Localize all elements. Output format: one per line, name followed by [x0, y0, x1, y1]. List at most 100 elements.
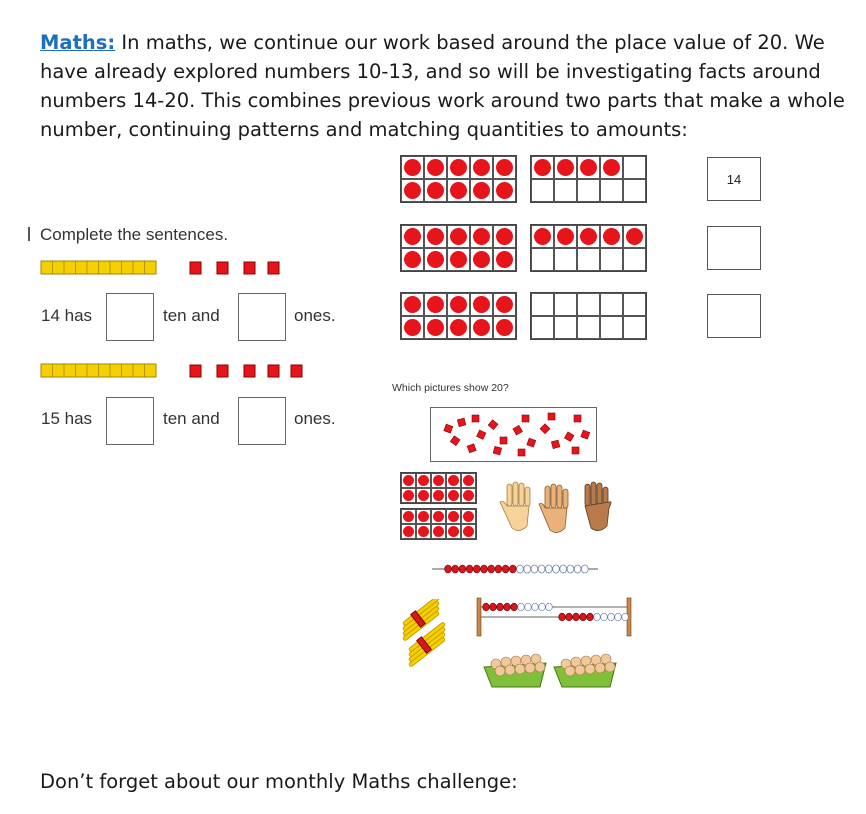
counter-cell-filled [401, 488, 416, 503]
counter-cell-filled [431, 524, 446, 539]
counter-cell-filled [493, 156, 516, 179]
counter-cell-filled [493, 179, 516, 202]
hand-icon-3 [584, 481, 612, 531]
number-box-3[interactable] [707, 294, 761, 338]
counter-cell-empty [623, 156, 646, 179]
counter-cell-filled [470, 156, 493, 179]
answer-box-tens-15[interactable] [106, 397, 154, 445]
rekenrek-bead [572, 612, 580, 622]
rekenrek-bead [531, 602, 539, 612]
cube-icons [443, 412, 591, 457]
hands-picture[interactable] [497, 480, 622, 538]
egg-boxes-picture[interactable] [480, 649, 620, 691]
counter-cell-filled [446, 524, 461, 539]
rekenrek-bead [503, 602, 511, 612]
counter-cell-empty [554, 293, 577, 316]
counter-cell-filled [416, 524, 431, 539]
bead-string-picture[interactable] [432, 561, 598, 577]
bead [501, 564, 510, 574]
white-beads-icon [516, 564, 589, 574]
rekenrek-beads-top-icon [482, 602, 553, 612]
sentence-14-mid: ten and [163, 306, 220, 325]
rekenrek-bead [496, 602, 504, 612]
counter-cell-filled [554, 225, 577, 248]
bead [530, 564, 539, 574]
counter-cell-empty [600, 316, 623, 339]
counter-cell-empty [577, 179, 600, 202]
ten-frame-2a [400, 224, 517, 272]
bead [473, 564, 481, 574]
counter-cell-empty [600, 248, 623, 271]
red-beads-icon [444, 564, 517, 574]
bead [537, 564, 546, 574]
counter-cell-filled [401, 156, 424, 179]
bead [581, 564, 589, 574]
ten-frame-1a [400, 155, 517, 203]
number-box-1[interactable]: 14 [707, 157, 761, 201]
counter-cell-filled [531, 156, 554, 179]
counter-cell-filled [447, 316, 470, 339]
counter-cell-filled [431, 488, 446, 503]
egg-box-icon-2 [553, 653, 617, 688]
counter-cell-filled [401, 179, 424, 202]
bead [451, 564, 459, 574]
small-ten-frame-b[interactable] [400, 508, 477, 540]
counter-cell-filled [424, 293, 447, 316]
rekenrek-bead [489, 602, 497, 612]
maths-heading: Maths: [40, 31, 116, 54]
counter-cell-filled [424, 248, 447, 271]
number-box-2[interactable] [707, 226, 761, 270]
bead [545, 564, 553, 574]
counter-cell-filled [424, 225, 447, 248]
counter-cell-filled [424, 156, 447, 179]
counter-cell-empty [531, 293, 554, 316]
counter-cell-empty [531, 179, 554, 202]
hand-icon-2 [538, 483, 569, 533]
counter-cell-empty [623, 179, 646, 202]
bead [487, 564, 495, 574]
counter-cell-filled [401, 293, 424, 316]
hand-icon-1 [499, 481, 531, 531]
unit-cubes-icon [189, 364, 303, 378]
monthly-challenge-note: Don’t forget about our monthly Maths cha… [40, 770, 518, 793]
counter-cell-filled [424, 316, 447, 339]
counter-cell-filled [424, 179, 447, 202]
answer-box-ones-15[interactable] [238, 397, 286, 445]
bead [552, 564, 560, 574]
counter-cell-empty [623, 248, 646, 271]
answer-box-tens-14[interactable] [106, 293, 154, 341]
counter-cell-filled [577, 156, 600, 179]
counter-cell-filled [401, 473, 416, 488]
counter-cell-empty [554, 179, 577, 202]
counter-cell-filled [600, 225, 623, 248]
counter-cell-filled [431, 473, 446, 488]
scattered-cubes-picture[interactable] [430, 407, 598, 463]
answer-box-ones-14[interactable] [238, 293, 286, 341]
bead [566, 564, 575, 574]
counter-cell-filled [447, 293, 470, 316]
rekenrek-bead [482, 602, 490, 612]
rekenrek-bead [607, 612, 615, 622]
counter-cell-filled [623, 225, 646, 248]
counter-cell-filled [446, 488, 461, 503]
counter-cell-filled [461, 473, 476, 488]
rekenrek-picture[interactable] [473, 596, 635, 638]
ten-rod-icon [40, 260, 157, 275]
rekenrek-bead [593, 612, 601, 622]
counter-cell-empty [600, 293, 623, 316]
ten-frame-1b [530, 155, 647, 203]
counter-cell-filled [461, 488, 476, 503]
bead [494, 564, 503, 574]
straw-bundles-picture[interactable] [393, 599, 455, 669]
counter-cell-filled [470, 225, 493, 248]
small-ten-frame-a[interactable] [400, 472, 477, 504]
counter-cell-filled [470, 179, 493, 202]
counter-cell-filled [401, 509, 416, 524]
ten-frame-3a [400, 292, 517, 340]
counter-cell-empty [531, 316, 554, 339]
counter-cell-empty [600, 179, 623, 202]
rekenrek-bead [586, 612, 594, 622]
rekenrek-bead [600, 612, 608, 622]
counter-cell-empty [577, 316, 600, 339]
counter-cell-filled [401, 524, 416, 539]
